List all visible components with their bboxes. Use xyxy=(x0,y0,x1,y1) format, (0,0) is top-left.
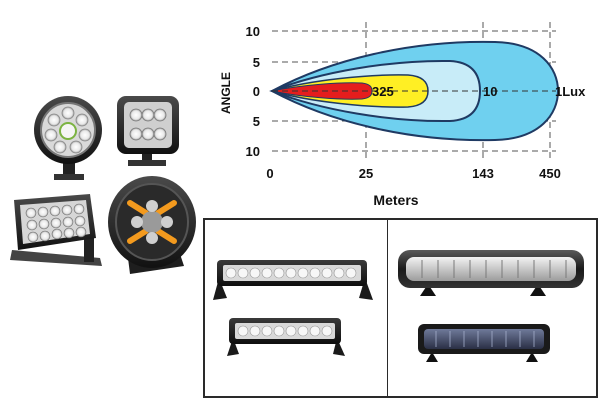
distance-tick: 143 xyxy=(472,166,494,181)
work-lights-photo xyxy=(10,96,196,274)
distance-axis-label: Meters xyxy=(373,192,418,208)
slim-short-light-bar xyxy=(418,324,550,362)
lux-label-outer: 1Lux xyxy=(555,84,586,99)
led-light-bars-photo xyxy=(213,260,373,356)
distance-tick: 0 xyxy=(266,166,273,181)
short-light-bar xyxy=(227,318,345,356)
angle-axis-label: ANGLE xyxy=(219,72,233,114)
light-bar-photo-panel xyxy=(203,218,388,398)
angle-tick: 5 xyxy=(253,55,260,70)
lux-label-middle: 10 xyxy=(483,84,497,99)
angle-tick: 5 xyxy=(253,114,260,129)
square-work-light xyxy=(117,96,179,166)
rectangular-work-light xyxy=(10,194,102,266)
angle-tick: 10 xyxy=(246,24,260,39)
lux-label-inner: 325 xyxy=(372,84,394,99)
slim-long-light-bar xyxy=(398,250,584,296)
slim-light-bars-photo xyxy=(398,250,584,362)
round-driving-light xyxy=(108,176,196,274)
angle-ticks: 10 5 0 5 10 xyxy=(246,24,260,159)
long-light-bar xyxy=(213,260,373,300)
angle-tick: 0 xyxy=(253,84,260,99)
round-work-light xyxy=(34,96,102,180)
beam-pattern-diagram: 325 10 1Lux 10 5 0 5 10 ANGLE 0 25 143 4… xyxy=(219,22,586,208)
distance-ticks: 0 25 143 450 xyxy=(266,166,560,181)
distance-tick: 450 xyxy=(539,166,561,181)
distance-tick: 25 xyxy=(359,166,373,181)
angle-tick: 10 xyxy=(246,144,260,159)
slim-light-bar-photo-panel xyxy=(387,218,598,398)
